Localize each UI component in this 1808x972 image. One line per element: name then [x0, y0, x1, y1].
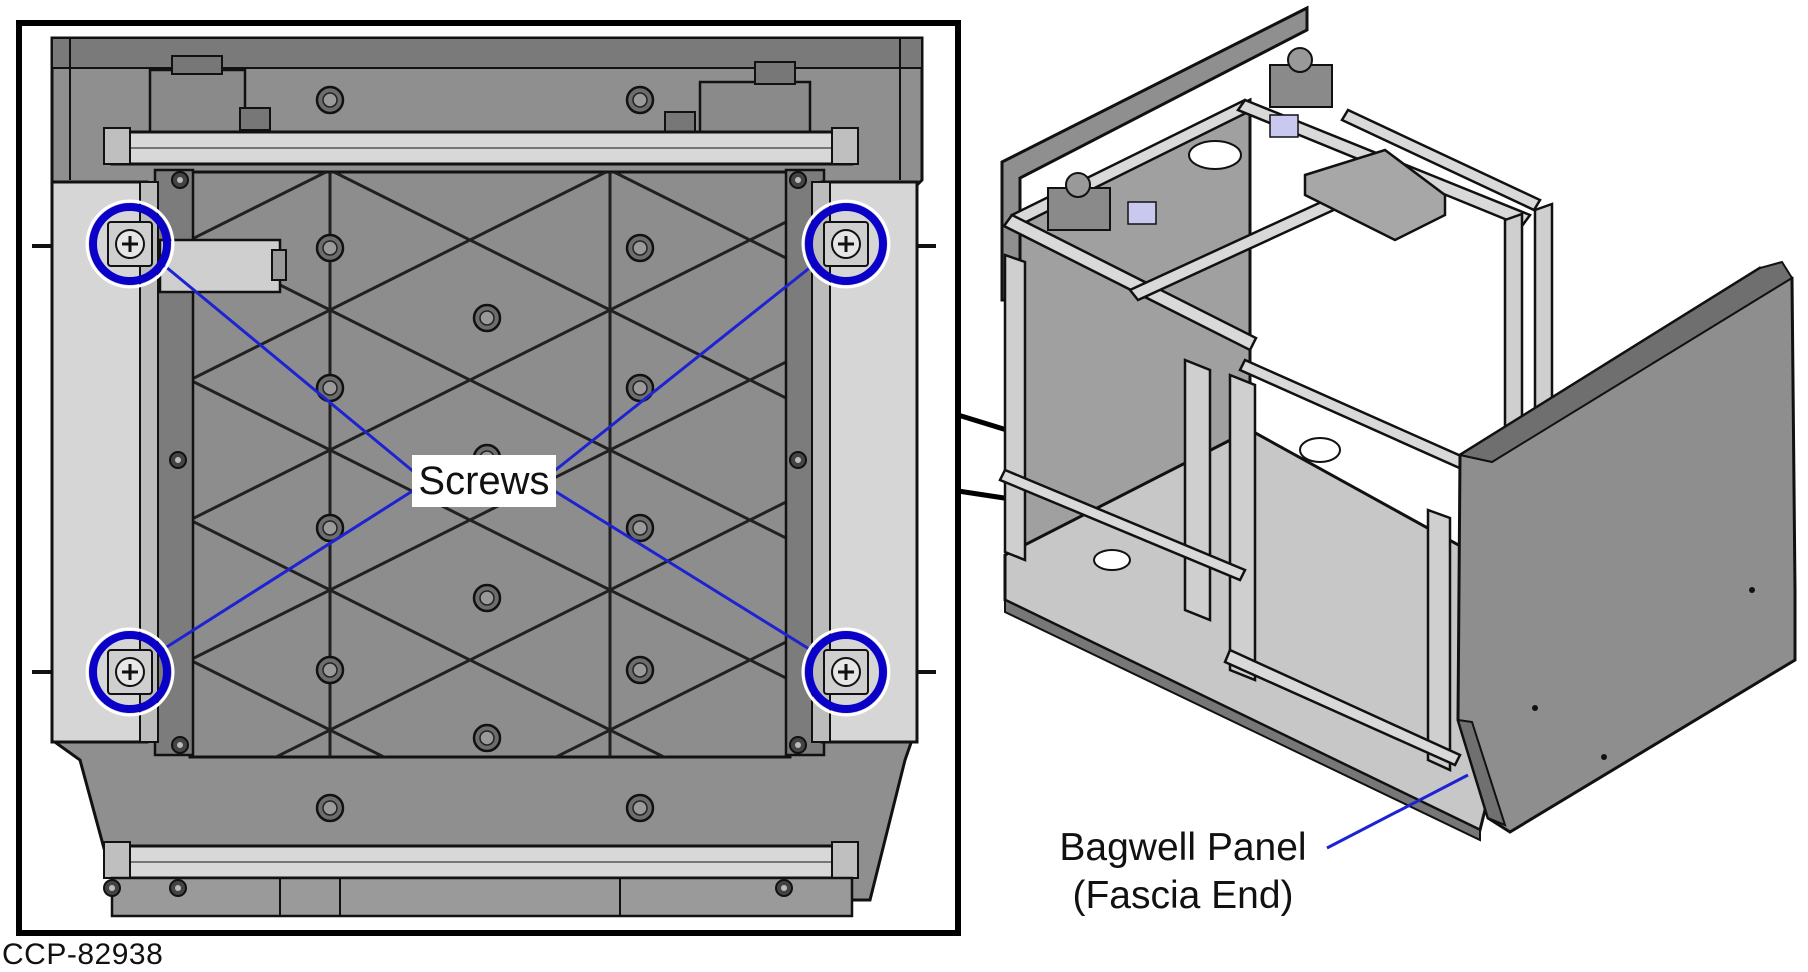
callout-circles — [89, 203, 887, 713]
screws-leader-lines — [159, 260, 815, 654]
top-mount-b — [1269, 47, 1333, 108]
screw-bottom-left — [106, 648, 154, 696]
screws-label: Screws — [418, 459, 549, 503]
back-panel — [1000, 5, 1309, 302]
bagwell-panel-label: Bagwell Panel — [1059, 826, 1306, 869]
callout-circle-bottom-left — [89, 631, 171, 713]
screw-top-left — [106, 220, 154, 268]
figure-id: CCP-82938 — [2, 938, 164, 971]
isometric-view: Bagwell Panel (Fascia End) — [998, 5, 1797, 917]
top-mount-a — [1047, 172, 1111, 231]
screw-top-right — [822, 220, 870, 268]
top-mount-right — [664, 61, 812, 139]
screw-bottom-right — [822, 648, 870, 696]
callout-circle-top-right — [805, 203, 887, 285]
callout-circle-bottom-right — [805, 631, 887, 713]
fascia-end-label: (Fascia End) — [1072, 874, 1293, 917]
callout-circle-top-left — [89, 203, 171, 285]
detail-view-top: Screws — [16, 20, 961, 936]
bagwell-leader-line — [1326, 773, 1469, 850]
top-mount-left — [148, 55, 271, 134]
